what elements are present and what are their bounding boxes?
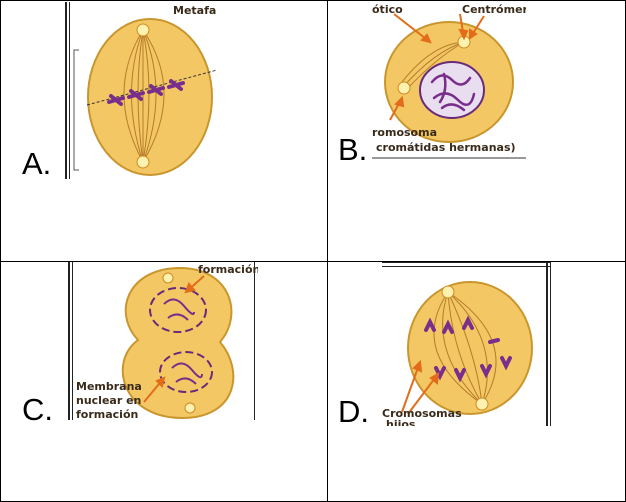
cell-label-d: D.: [338, 396, 369, 427]
label-nuclear-en: nuclear en: [76, 394, 141, 407]
label-cromatidas: cromátidas hermanas): [376, 141, 516, 154]
grid-line-center: [327, 0, 328, 502]
cell-label-b: B.: [338, 134, 367, 165]
label-hijos: hijos: [386, 418, 416, 426]
label-metafa: Metafa: [173, 4, 216, 17]
label-otico: ótico: [372, 3, 403, 16]
label-cromosoma: romosoma: [372, 126, 437, 139]
label-centromero: Centrómero: [462, 3, 526, 16]
grid-line-left: [0, 0, 1, 502]
label-formacion-bottom: formación: [76, 408, 138, 420]
figure-telophase: formación Membrana nuclear en formación: [68, 262, 258, 420]
label-formacion-top: formación: [198, 263, 258, 276]
figure-prophase: ótico Centrómero romosoma cromátidas her…: [372, 2, 526, 160]
label-membrana: Membrana: [76, 380, 142, 393]
figure-metaphase: Metafa: [65, 2, 217, 179]
cell-label-c: C.: [22, 394, 53, 425]
cell-label-a: A.: [22, 148, 51, 179]
figure-anaphase: Cromosomas hijos: [378, 262, 553, 426]
grid-line-top: [0, 0, 626, 1]
